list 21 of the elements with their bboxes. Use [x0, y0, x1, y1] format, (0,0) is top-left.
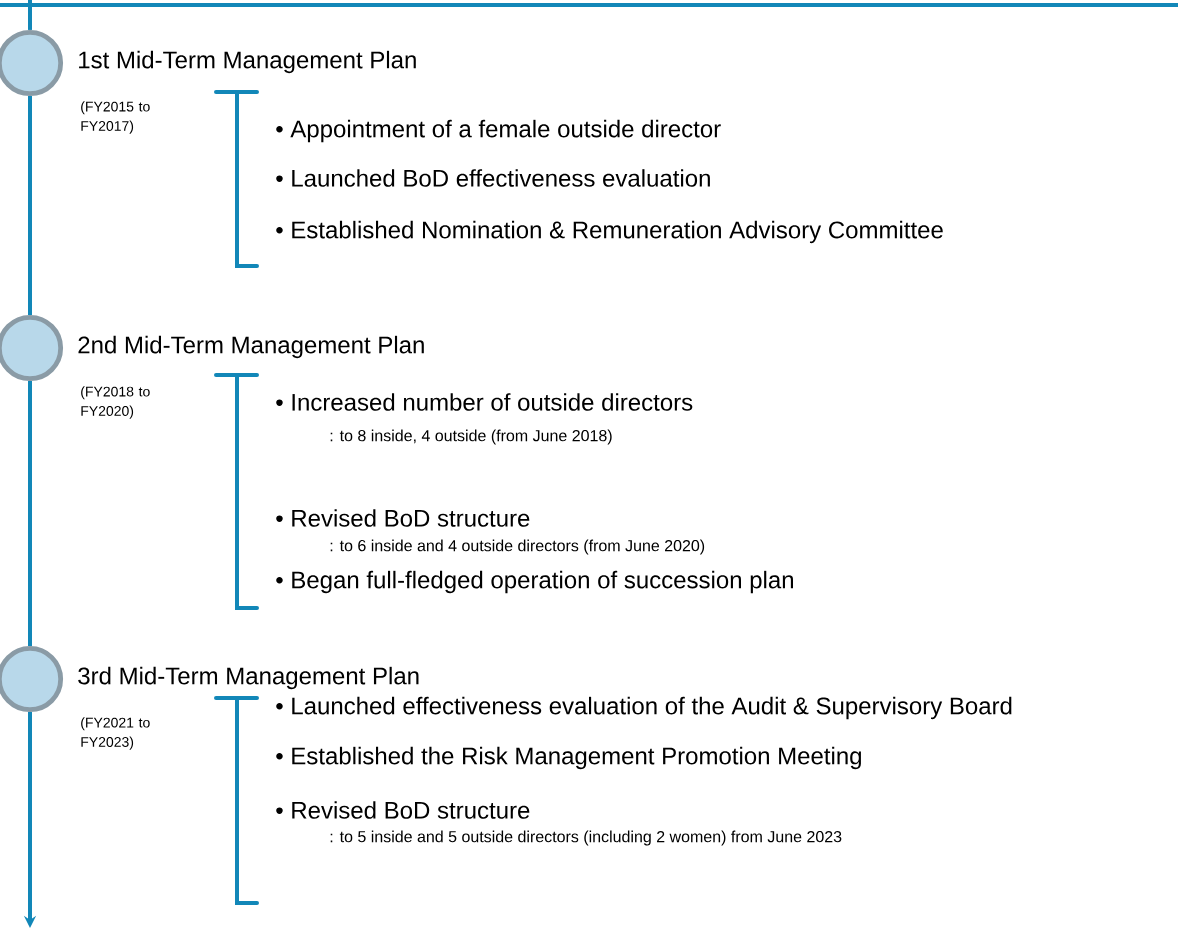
- timeline-line: [28, 381, 32, 646]
- timeline-line: [28, 0, 32, 30]
- bullet-item: • Began full-fledged operation of succession plan: [276, 570, 793, 594]
- detail-text: : to 6 inside and 4 outside directors (from June 2020): [330, 539, 705, 555]
- timeline-line: [28, 96, 32, 315]
- bullet-item: • Revised BoD structure: [276, 801, 530, 819]
- detail-text: : to 8 inside, 4 outside (from June 2018): [330, 429, 612, 445]
- bullet-item: • Launched BoD effectiveness evaluation: [276, 169, 710, 187]
- bullet-item: • Established Nomination & Remuneration Advisory Committee: [276, 220, 943, 244]
- node-label: (FY2018 to FY2020): [81, 386, 150, 419]
- bullet-item: • Appointment of a female outside director: [276, 119, 721, 143]
- node-label: 3rd Mid-Term Management Plan: [78, 666, 419, 690]
- bullet-item: • Established the Risk Management Promotion Meeting: [276, 746, 861, 770]
- node-label: (FY2021 to FY2023): [81, 717, 150, 750]
- node-label: 2nd Mid-Term Management Plan: [78, 335, 424, 359]
- node-label: 1st Mid-Term Management Plan: [79, 50, 416, 74]
- bullet-item: • Launched effectiveness evaluation of the Audit & Supervisory Board: [276, 696, 1012, 720]
- bullet-item: • Revised BoD structure: [276, 509, 530, 527]
- bullet-item: • Increased number of outside directors: [276, 393, 693, 411]
- node-label: (FY2015 to FY2017): [81, 101, 150, 134]
- detail-text: : to 5 inside and 5 outside directors (including 2 women) from June 2023: [330, 830, 842, 846]
